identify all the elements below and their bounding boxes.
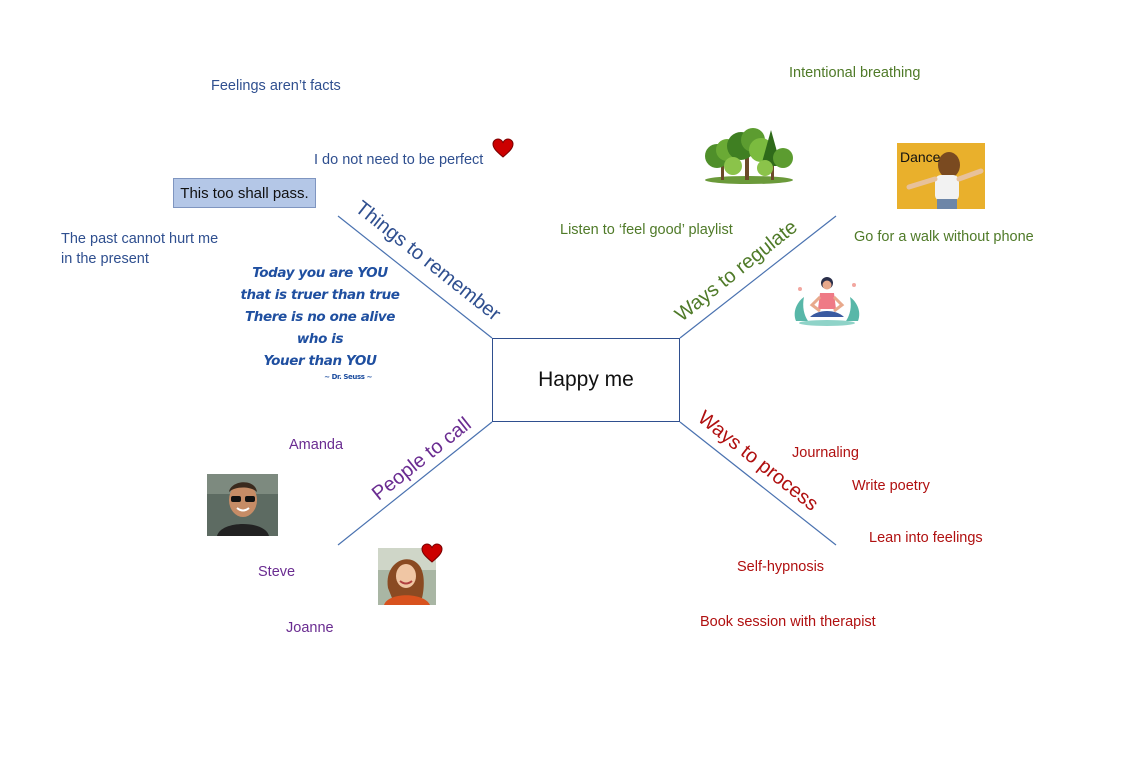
regulate-item-breathing: Intentional breathing: [789, 65, 921, 81]
remember-item-pass-callout[interactable]: This too shall pass.: [173, 178, 316, 208]
process-item-therapist: Book session with therapist: [700, 614, 876, 630]
dancer-photo: Dance: [897, 143, 985, 209]
man-photo: [207, 474, 278, 536]
quote-line4: Youer than YOU: [263, 353, 377, 369]
call-item-amanda: Amanda: [289, 437, 344, 453]
call-item-joanne: Joanne: [286, 620, 334, 636]
line-call: [337, 421, 493, 546]
line-remember: [337, 215, 493, 339]
remember-item-past-line2: in the present: [61, 251, 149, 267]
process-item-lean: Lean into feelings: [869, 530, 983, 546]
quote-attribution: ~ Dr. Seuss ~: [324, 373, 372, 381]
line-regulate: [679, 215, 837, 339]
quote-line2: that is truer than true: [240, 287, 400, 303]
center-label: Happy me: [538, 368, 634, 391]
line-process: [679, 421, 837, 546]
regulate-item-playlist: Listen to ‘feel good’ playlist: [560, 222, 733, 238]
center-node[interactable]: Happy me: [492, 338, 680, 422]
process-item-poetry: Write poetry: [852, 478, 930, 494]
remember-item-perfect: I do not need to be perfect: [314, 152, 484, 168]
woman-photo: [378, 548, 436, 605]
quote-line3: There is no one alive who is: [244, 309, 396, 347]
remember-item-feelings: Feelings aren’t facts: [211, 78, 341, 94]
quote-line1: Today you are YOU: [252, 265, 388, 281]
dance-label: Dance: [900, 149, 941, 165]
regulate-item-walk: Go for a walk without phone: [854, 229, 1034, 245]
heart-icon: [421, 543, 443, 563]
trees-icon: [705, 128, 793, 184]
process-item-journaling: Journaling: [792, 445, 859, 461]
remember-item-past-line1: The past cannot hurt me: [61, 231, 219, 247]
heart-icon: [492, 138, 514, 158]
meditation-icon: [794, 277, 860, 326]
call-item-steve: Steve: [258, 564, 296, 580]
remember-item-pass: This too shall pass.: [180, 184, 309, 202]
dancer-figure-icon: [897, 143, 985, 209]
dr-seuss-quote: Today you are YOU that is truer than tru…: [240, 262, 400, 382]
process-item-hypnosis: Self-hypnosis: [737, 559, 825, 575]
